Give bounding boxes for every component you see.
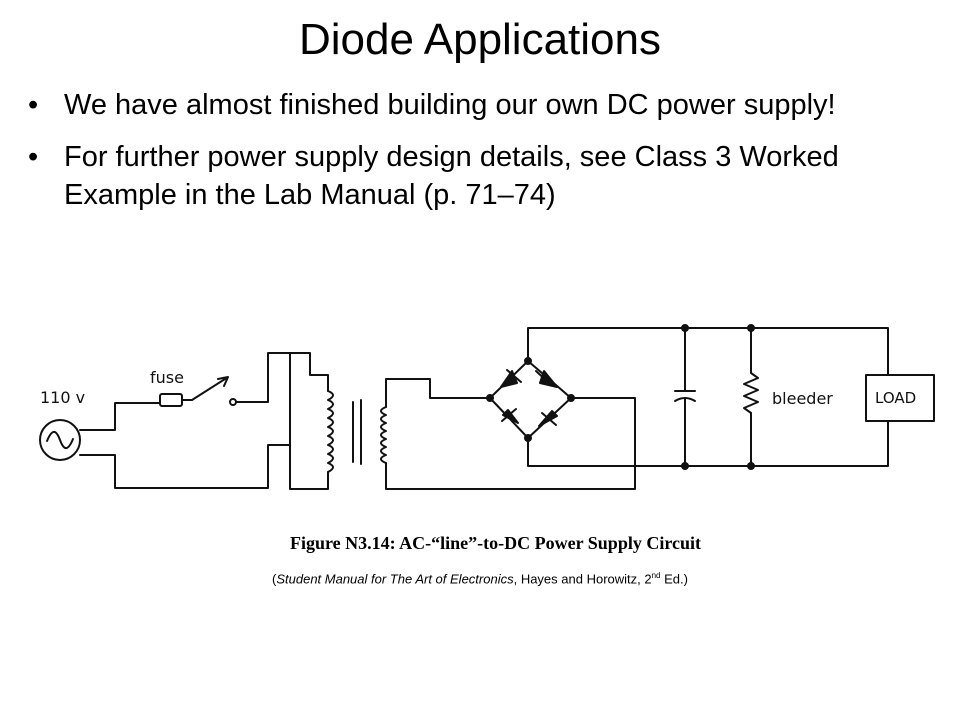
transformer-icon — [289, 352, 387, 490]
positive-rail — [527, 327, 889, 376]
fuse-icon — [159, 393, 183, 407]
bullet-dot: • — [28, 141, 39, 173]
credit-book-title: Student Manual for The Art of Electronic… — [276, 571, 514, 587]
bullet-text: For further power supply design details,… — [64, 141, 839, 211]
filter-capacitor-icon — [674, 324, 696, 470]
bleeder-label: bleeder — [772, 389, 833, 408]
credit-open: ( — [272, 571, 277, 587]
credit-edition-suffix: nd — [651, 571, 661, 580]
load-label: LOAD — [875, 389, 916, 407]
ac-source-icon — [39, 419, 81, 461]
fuse-label: fuse — [150, 368, 184, 387]
negative-rail — [527, 420, 889, 467]
switch-to-transformer-wire — [235, 352, 291, 446]
input-wire-top — [79, 402, 161, 431]
bullet-item: • We have almost finished building our o… — [28, 86, 938, 124]
credit-authors: , Hayes and Horowitz, 2 — [513, 571, 652, 587]
bullet-dot: • — [28, 89, 39, 121]
bullet-item: • For further power supply design detail… — [28, 138, 938, 214]
voltage-label: 110 v — [40, 388, 85, 407]
load-box — [865, 374, 935, 422]
credit-close: Ed.) — [660, 571, 688, 587]
slide-title: Diode Applications — [298, 15, 661, 64]
bleeder-resistor-icon — [743, 324, 759, 470]
bullet-text: We have almost finished building our own… — [64, 89, 836, 121]
bridge-rectifier-icon — [486, 357, 575, 442]
secondary-wire-top — [385, 378, 491, 408]
power-supply-circuit-diagram: 110 v fuse — [39, 324, 935, 490]
bullet-list: • We have almost finished building our o… — [28, 86, 938, 228]
figure-caption: Figure N3.14: AC-“line”-to-DC Power Supp… — [290, 533, 701, 553]
input-wire-bottom — [79, 444, 291, 489]
switch-icon — [191, 376, 237, 406]
secondary-wire-bottom — [385, 397, 636, 490]
figure-credit: (Student Manual for The Art of Electroni… — [0, 571, 960, 586]
